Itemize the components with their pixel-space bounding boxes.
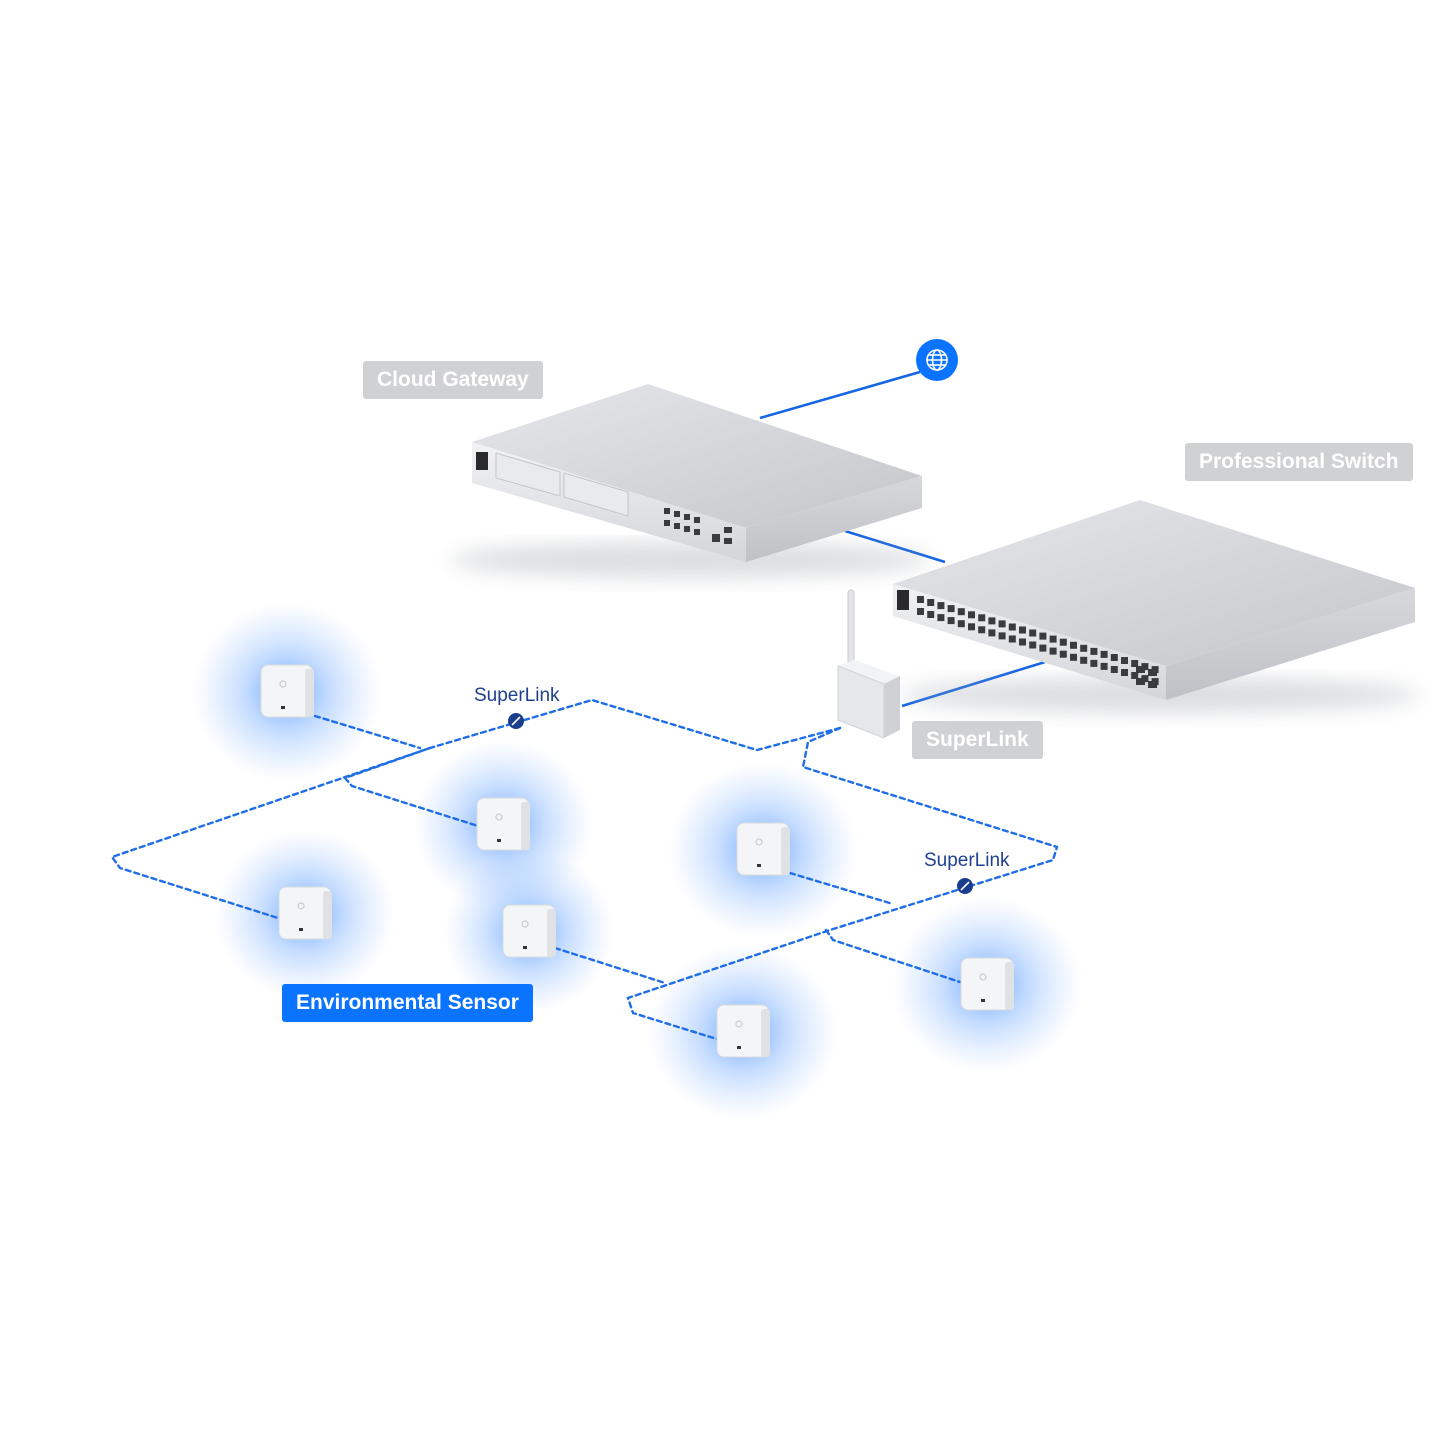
wireless-mesh xyxy=(110,698,1059,1042)
switch-ports xyxy=(917,596,1159,688)
professional-switch-label: Professional Switch xyxy=(1185,443,1413,481)
environmental-sensor-icon xyxy=(260,664,314,718)
mesh-path xyxy=(343,776,480,828)
link-marker xyxy=(508,713,524,729)
mesh-path xyxy=(343,746,432,780)
environmental-sensor-label: Environmental Sensor xyxy=(282,984,533,1022)
internet-link xyxy=(759,370,921,420)
antenna xyxy=(847,589,855,669)
mesh-path xyxy=(313,714,422,750)
internet-node xyxy=(916,339,958,381)
link-marker xyxy=(957,878,973,894)
drive-bay xyxy=(563,472,629,517)
link-icon xyxy=(960,881,970,891)
environmental-sensor-icon xyxy=(278,886,332,940)
environmental-sensor-icon xyxy=(476,797,530,851)
superlink-flow-label: SuperLink xyxy=(474,685,560,706)
mesh-path xyxy=(553,946,667,985)
mesh-path xyxy=(824,928,962,984)
drive-bay xyxy=(495,452,561,497)
cloud-gateway-device xyxy=(450,384,930,578)
gateway-ports xyxy=(664,508,732,544)
cloud-gateway-label: Cloud Gateway xyxy=(363,361,543,399)
globe-icon xyxy=(926,349,948,371)
environmental-sensor-icon xyxy=(716,1004,770,1058)
switch-display xyxy=(897,590,909,610)
professional-switch-device xyxy=(893,500,1420,713)
environmental-sensor-icon xyxy=(736,822,790,876)
gateway-switch-link xyxy=(844,529,946,564)
environmental-sensors xyxy=(260,664,1014,1058)
superlink-device-label: SuperLink xyxy=(912,721,1043,759)
mesh-path xyxy=(626,726,1059,1042)
superlink-flow-label: SuperLink xyxy=(924,850,1010,871)
gateway-display xyxy=(476,452,488,470)
environmental-sensor-icon xyxy=(502,904,556,958)
superlink-device xyxy=(837,589,900,739)
link-icon xyxy=(511,716,521,726)
environmental-sensor-icon xyxy=(960,957,1014,1011)
mesh-path xyxy=(788,871,895,906)
